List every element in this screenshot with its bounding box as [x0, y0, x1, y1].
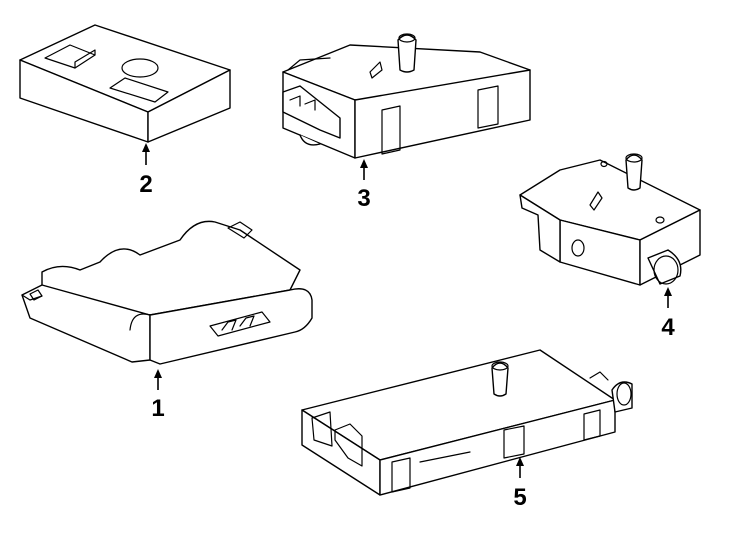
- arrowhead-5: [516, 457, 524, 466]
- leader-arrows: [142, 143, 672, 478]
- callout-labels: 2 3 1 4 5: [139, 171, 675, 511]
- callout-1: 1: [151, 395, 164, 422]
- part-5-module: [301, 349, 633, 496]
- arrowhead-3: [360, 159, 368, 168]
- arrowhead-1: [154, 369, 162, 378]
- arrowhead-2: [142, 143, 150, 152]
- part-2-module: [19, 24, 231, 143]
- part-3-module: [282, 33, 531, 159]
- callout-5: 5: [513, 484, 526, 511]
- callout-3: 3: [357, 185, 370, 212]
- callout-4: 4: [661, 314, 675, 341]
- part-4-module: [519, 153, 701, 286]
- arrowhead-4: [664, 287, 672, 296]
- callout-2: 2: [139, 171, 152, 198]
- part-1-module: [21, 220, 313, 365]
